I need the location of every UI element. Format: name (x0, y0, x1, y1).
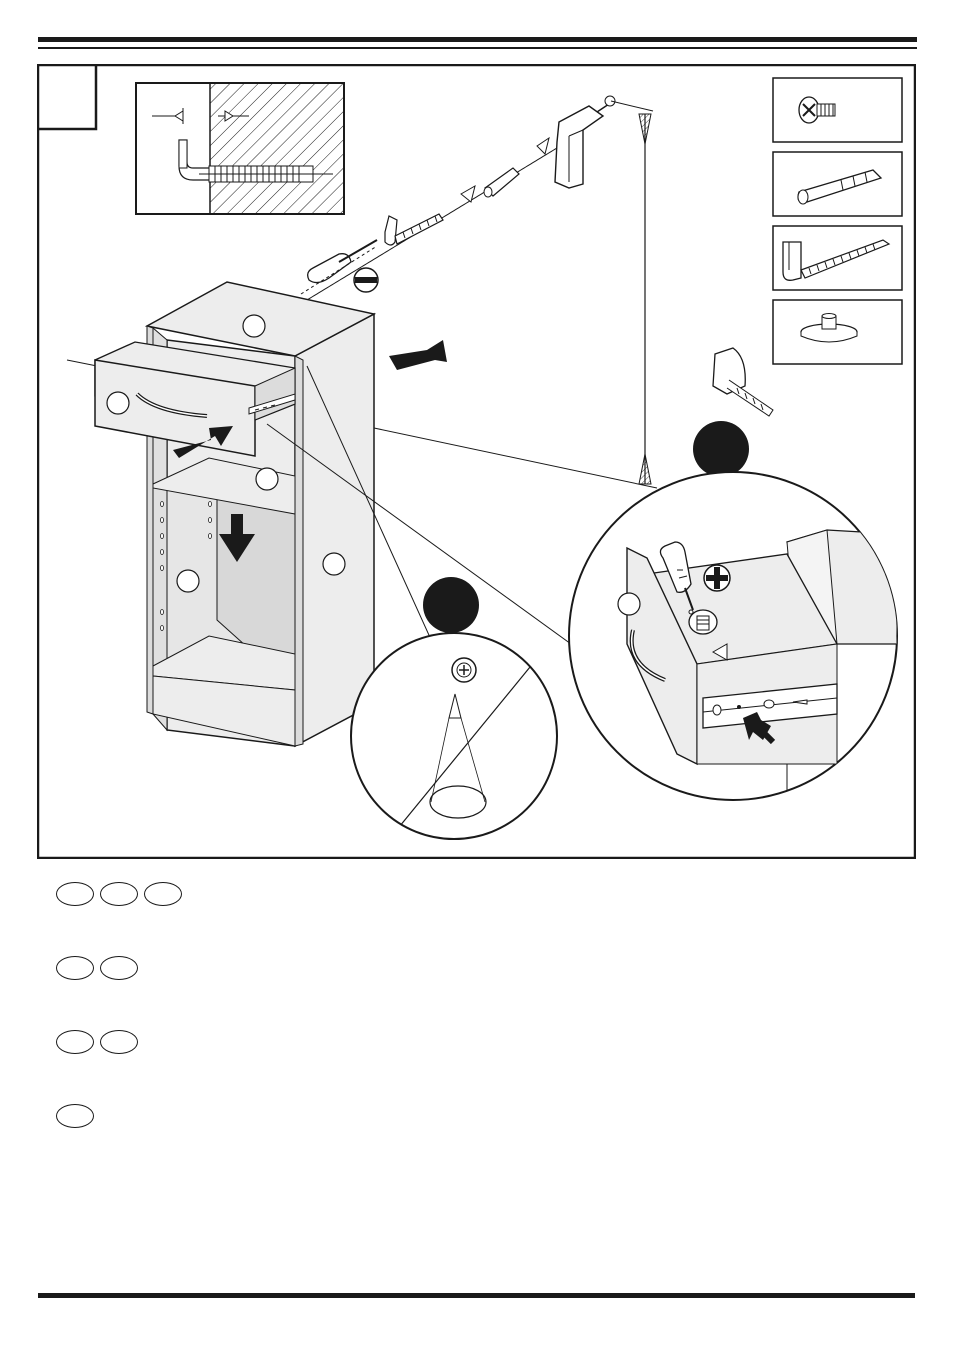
cabinet (144, 281, 377, 748)
arrow-push-up-right (389, 340, 447, 370)
language-badge (56, 882, 94, 906)
wall-section-inset (135, 82, 345, 215)
parts-panel (772, 77, 903, 365)
assembly-illustration-panel (37, 64, 916, 859)
part-box-screw (772, 77, 903, 143)
instruction-row-1 (56, 882, 182, 906)
tape-measure-icon (712, 347, 774, 417)
arrow-down (219, 514, 255, 562)
step-number-box (37, 64, 98, 131)
language-badge (100, 956, 138, 980)
header-rule-thin (38, 47, 917, 49)
leader-small (306, 365, 434, 645)
height-dimension (610, 100, 654, 485)
header-rule-thick (38, 37, 917, 42)
screw-icon (798, 96, 836, 124)
callout-dot-small (423, 577, 479, 633)
callout-dot-large (693, 421, 749, 477)
language-badge (56, 956, 94, 980)
cap-disc-icon (800, 313, 858, 343)
wall-plug-icon (797, 169, 883, 205)
leader-large (266, 423, 572, 645)
arrow-push-in (173, 426, 233, 458)
instruction-row-3 (56, 1030, 138, 1054)
assembly-illustration (37, 64, 916, 859)
language-badge (144, 882, 182, 906)
detail-circle-small (350, 632, 558, 840)
language-badge (56, 1104, 94, 1128)
l-hook-screw-icon (782, 239, 891, 281)
instruction-row-2 (56, 956, 138, 980)
floor-line-right (373, 427, 658, 489)
language-badge (100, 1030, 138, 1054)
part-box-wall-plug (772, 151, 903, 217)
language-badge (100, 882, 138, 906)
floor-line-left (66, 359, 98, 367)
part-box-cap-disc (772, 299, 903, 365)
language-badge (56, 1030, 94, 1054)
detail-circle-large (568, 471, 898, 801)
part-box-l-hook-screw (772, 225, 903, 291)
footer-rule (38, 1293, 915, 1298)
drill-sequence (300, 95, 616, 301)
instruction-row-4 (56, 1104, 94, 1128)
drawer (94, 341, 296, 457)
